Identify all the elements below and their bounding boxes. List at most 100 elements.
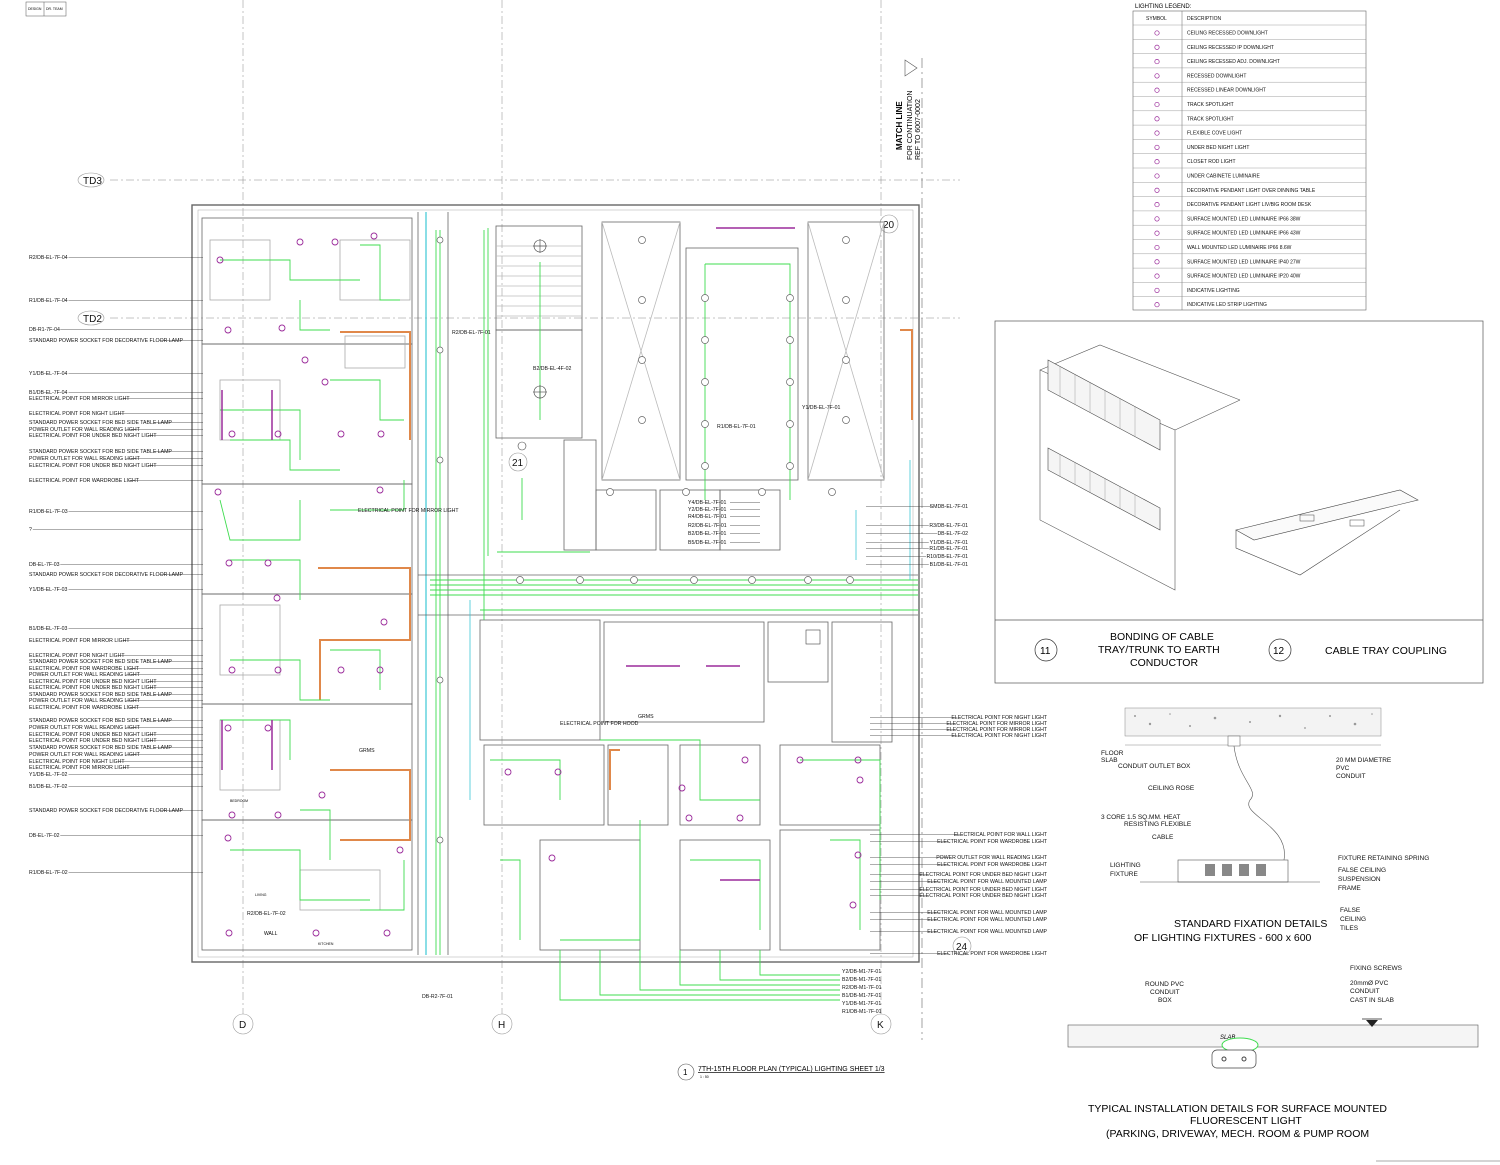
legend-row: INDICATIVE LIGHTING: [1187, 288, 1240, 294]
fixation-note: 20 MM DIAMETRE: [1336, 757, 1392, 764]
left-label: R2/DB-EL-7F-04: [29, 255, 68, 261]
conduit-runs: [318, 329, 913, 841]
center-label: R4/DB-EL-7F-01: [688, 514, 727, 520]
left-label: POWER OUTLET FOR WALL READING LIGHT: [29, 752, 141, 758]
legend-symbol: [1154, 44, 1160, 50]
legend-symbol: [1154, 59, 1160, 65]
left-label: ELECTRICAL POINT FOR MIRROR LIGHT: [29, 638, 130, 644]
plan-title: 1 7TH-15TH FLOOR PLAN (TYPICAL) LIGHTING…: [677, 1063, 885, 1081]
surface-title-2: FLUORESCENT LIGHT: [1190, 1115, 1302, 1127]
match-line-sub2: REF TO 6007-0002: [915, 99, 922, 160]
left-label: STANDARD POWER SOCKET FOR DECORATIVE FLO…: [29, 572, 183, 578]
plan-title-text: 7TH-15TH FLOOR PLAN (TYPICAL) LIGHTING S…: [698, 1066, 885, 1073]
fixation-note: 3 CORE 1.5 SQ.MM. HEAT: [1101, 814, 1180, 821]
fixation-note: LIGHTING: [1110, 862, 1141, 869]
right-low-label: ELECTRICAL POINT FOR NIGHT LIGHT: [951, 715, 1047, 721]
fixation-note: CONDUIT: [1336, 773, 1366, 780]
title-cell-1: DESIGN: [28, 7, 42, 11]
surface-note: FIXING SCREWS: [1350, 965, 1403, 972]
legend-row: SURFACE MOUNTED LED LUMINAIRE IP40 27W: [1187, 259, 1301, 265]
detail-11-line3: CONDUCTOR: [1130, 657, 1198, 669]
left-label: ELECTRICAL POINT FOR UNDER BED NIGHT LIG…: [29, 463, 157, 469]
legend-symbol: [1154, 259, 1160, 265]
grid-h: H: [498, 1020, 505, 1031]
legend-row: UNDER CABINETE LUMINAIRE: [1187, 174, 1260, 180]
right-low-label: ELECTRICAL POINT FOR WARDROBE LIGHT: [937, 839, 1048, 845]
left-label: R1/DB-EL-7F-03: [29, 509, 68, 515]
fixation-note: PVC: [1336, 765, 1350, 772]
note-db-r2: DB-R2-7F-01: [422, 994, 453, 1000]
left-label: POWER OUTLET FOR WALL READING LIGHT: [29, 698, 141, 704]
surface-note: CAST IN SLAB: [1350, 997, 1394, 1004]
note-mirror: ELECTRICAL POINT FOR MIRROR LIGHT: [358, 508, 459, 514]
title-cell-2: DR. TEAM: [46, 7, 63, 11]
left-label: STANDARD POWER SOCKET FOR BED SIDE TABLE…: [29, 659, 172, 665]
legend-col-symbol: SYMBOL: [1146, 16, 1167, 22]
left-label: ELECTRICAL POINT FOR UNDER BED NIGHT LIG…: [29, 738, 157, 744]
center-label: R2/DB-EL-7F-01: [688, 523, 727, 529]
bottom-feeder-label: Y1/DB-M1-7F-01: [842, 1001, 881, 1007]
right-low-label: POWER OUTLET FOR WALL READING LIGHT: [936, 855, 1048, 861]
note-r2-top: R2/DB-EL-7F-01: [452, 330, 491, 336]
fixation-note: FALSE: [1340, 907, 1361, 914]
left-label: Y1/DB-EL-7F-03: [29, 587, 67, 593]
detail-11-number: 11: [1040, 646, 1051, 657]
legend-row: CLOSET ROD LIGHT: [1187, 159, 1236, 165]
note-grms-1: GRMS: [359, 748, 375, 754]
note-b2-4f: B2/DB-EL-4F-02: [533, 366, 571, 372]
left-label: Y1/DB-EL-7F-02: [29, 772, 67, 778]
right-low-label: ELECTRICAL POINT FOR MIRROR LIGHT: [946, 721, 1047, 727]
right-low-label: ELECTRICAL POINT FOR WARDROBE LIGHT: [937, 862, 1048, 868]
left-label: DB-R1-7F-04: [29, 327, 60, 333]
legend-row: FLEXIBLE COVE LIGHT: [1187, 131, 1242, 137]
left-label: ELECTRICAL POINT FOR NIGHT LIGHT: [29, 759, 125, 765]
left-label: B1/DB-EL-7F-02: [29, 784, 67, 790]
right-low-label: ELECTRICAL POINT FOR WALL LIGHT: [954, 832, 1048, 838]
left-label: STANDARD POWER SOCKET FOR BED SIDE TABLE…: [29, 745, 172, 751]
grid-td3: TD3: [83, 176, 102, 187]
legend-row: RECESSED DOWNLIGHT: [1187, 73, 1246, 79]
center-label: B2/DB-EL-7F-01: [688, 531, 726, 537]
fixation-note: RESISTING FLEXIBLE: [1124, 821, 1192, 828]
legend-symbol: [1154, 130, 1160, 136]
legend-row: DECORATIVE PENDANT LIGHT LIV/BIG ROOM DE…: [1187, 202, 1312, 208]
left-label: DB-EL-7F-03: [29, 562, 60, 568]
right-low-label: ELECTRICAL POINT FOR WARDROBE LIGHT: [937, 951, 1048, 957]
bubble-20: 20: [883, 220, 895, 231]
left-label: R1/DB-EL-7F-04: [29, 298, 68, 304]
legend-row: SURFACE MOUNTED LED LUMINAIRE IP66 43W: [1187, 231, 1301, 237]
left-label: STANDARD POWER SOCKET FOR DECORATIVE FLO…: [29, 808, 183, 814]
legend-symbol: [1154, 287, 1160, 293]
surface-title-1: TYPICAL INSTALLATION DETAILS FOR SURFACE…: [1088, 1103, 1387, 1115]
bottom-feeder-label: Y2/DB-M1-7F-01: [842, 969, 881, 975]
left-label: ELECTRICAL POINT FOR MIRROR LIGHT: [29, 396, 130, 402]
left-label: STANDARD POWER SOCKET FOR BED SIDE TABLE…: [29, 692, 172, 698]
fixation-title-2: OF LIGHTING FIXTURES - 600 x 600: [1134, 932, 1312, 944]
center-label: B5/DB-EL-7F-01: [688, 540, 726, 546]
left-label: STANDARD POWER SOCKET FOR BED SIDE TABLE…: [29, 420, 172, 426]
match-line-title: MATCH LINE: [895, 101, 904, 150]
surface-note: ROUND PVC: [1145, 981, 1184, 988]
fixation-note: CONDUIT OUTLET BOX: [1118, 763, 1191, 770]
left-label: ELECTRICAL POINT FOR UNDER BED NIGHT LIG…: [29, 433, 157, 439]
left-label: ELECTRICAL POINT FOR UNDER BED NIGHT LIG…: [29, 732, 157, 738]
legend-symbol: [1154, 101, 1160, 108]
legend-symbol: [1154, 87, 1160, 93]
bubble-24: 24: [956, 942, 968, 953]
bubble-21: 21: [512, 458, 524, 469]
left-label: ELECTRICAL POINT FOR NIGHT LIGHT: [29, 411, 125, 417]
right-low-label: ELECTRICAL POINT FOR UNDER BED NIGHT LIG…: [919, 893, 1047, 899]
legend-row: CEILING RECESSED ADJ. DOWNLIGHT: [1187, 59, 1280, 65]
left-label: STANDARD POWER SOCKET FOR BED SIDE TABLE…: [29, 718, 172, 724]
right-low-label: ELECTRICAL POINT FOR WALL MOUNTED LAMP: [927, 917, 1047, 923]
plan-title-number: 1: [683, 1068, 688, 1077]
center-label: Y4/DB-EL-7F-01: [688, 500, 726, 506]
right-mid-label: R10/DB-EL-7F-01: [926, 554, 968, 560]
legend-row: TRACK SPOTLIGHT: [1187, 116, 1234, 122]
fixation-note: CEILING ROSE: [1148, 785, 1195, 792]
detail-11-line1: BONDING OF CABLE: [1110, 631, 1214, 643]
left-label: ?: [29, 527, 32, 533]
